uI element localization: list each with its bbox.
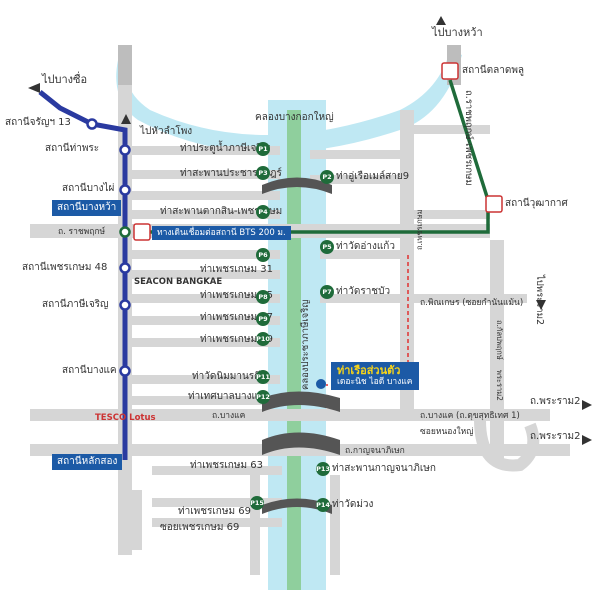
label-pier-13: ท่าสะพานกาญจนาภิเษก xyxy=(332,463,436,474)
label-road-phanakorn: ถ.พิณเกษร (ซอยกำนันแม้น) xyxy=(420,298,524,308)
label-charan13: สถานีจรัญฯ 13 xyxy=(5,117,71,128)
label-wutthakat: สถานีวุฒากาศ xyxy=(505,198,568,209)
label-road-kanchana: ถ.กาญจนาภิเษก xyxy=(345,446,405,456)
pier-p1: P1 xyxy=(256,142,270,156)
label-bang-khae: สถานีบางแค xyxy=(62,365,117,376)
label-pier-7: ท่าวัดราชบัว xyxy=(336,286,391,297)
label-pier-3: ท่าสะพานประชาราษฎร์ xyxy=(180,168,282,179)
pier-p15: P15 xyxy=(250,496,264,510)
label-rama2: พระราม2 xyxy=(495,370,504,401)
destination-title: ท่าเรือส่วนตัว xyxy=(337,364,401,377)
destination-subtitle: เดอะนิช ไอดี บางแค xyxy=(337,377,413,387)
label-bang-phai: สถานีบางไผ่ xyxy=(62,183,115,194)
pier-p5: P5 xyxy=(320,240,334,254)
label-pier-12: ท่าเทศบาลบางแค xyxy=(188,391,265,402)
bts-logo-icon xyxy=(133,62,503,241)
label-phra-ram2-a: ถ.พระราม2 xyxy=(530,396,581,407)
pier-p14: P14 xyxy=(316,498,330,512)
label-ratchaphruek: ถ. ราชพฤกษ์ xyxy=(58,227,106,237)
label-pk37: ท่าเพชรเกษม 37 xyxy=(200,312,273,323)
label-talat-phlu: สถานีตลาดพลู xyxy=(462,65,525,76)
label-ratchaphruek2: ถ.ราชพฤกษ์-เพชรเกษม xyxy=(463,90,474,186)
label-seacon: SEACON BANGKAE xyxy=(134,277,223,287)
label-to-bang-wa-top: ไปบางหว้า xyxy=(432,26,483,39)
label-pk35: ท่าเพชรเกษม 35 xyxy=(200,290,273,301)
label-road-bangkae: ถ.บางแค xyxy=(212,411,246,421)
label-pier-5: ท่าวัดอ่างแก้ว xyxy=(336,241,395,252)
pier-p13: P13 xyxy=(316,462,330,476)
pier-p10: P10 xyxy=(256,332,270,346)
pier-p12: P12 xyxy=(256,390,270,404)
destination-dot xyxy=(316,379,326,389)
label-pier-11: ท่าวัดนิมมานรดี xyxy=(192,371,261,382)
pier-p4: P4 xyxy=(256,205,270,219)
pier-p3: P3 xyxy=(256,166,270,180)
label-road-bangkae2: ถ.บางแค (ถ.ตุขสุทธิเทศ 1) xyxy=(420,411,520,421)
label-pier-4: ท่าสะพานตากสิน-เพชรเกษม xyxy=(160,206,283,217)
label-pk63: ท่าเพชรเกษม 63 xyxy=(190,460,263,471)
pier-p8: P8 xyxy=(256,290,270,304)
label-soi-jin: ถ.เพชรเกษม xyxy=(415,209,424,250)
station-lak-song: สถานีหลักสอง xyxy=(52,454,123,470)
label-pier-2: ท่าอู่เรือเมล์สาย9 xyxy=(336,171,410,182)
label-road-kanlapaphruek: ถ.กัลปพฤกษ์ xyxy=(495,320,504,360)
pier-p2: P2 xyxy=(320,170,334,184)
label-pier-1: ท่าประตูน้ำภาษีเจริญ xyxy=(180,143,271,154)
label-pier-14: ท่าวัดม่วง xyxy=(332,499,374,510)
bridges xyxy=(262,177,340,514)
bts-line xyxy=(150,79,490,234)
label-pk31: ท่าเพชรเกษม 31 xyxy=(200,264,273,275)
label-pk39: ท่าเพชรเกษม 39 xyxy=(200,334,273,345)
label-soi-nong-yai: ซอยหนองใหญ่ xyxy=(420,427,474,437)
pier-p7: P7 xyxy=(320,285,334,299)
label-canal-phasi: คลองประชาภาษีเจริญ xyxy=(300,299,311,390)
pier-p6: P6 xyxy=(256,248,270,262)
station-bang-wa: สถานีบางหว้า xyxy=(52,200,122,216)
label-canal-bkk-yai: คลองบางกอกใหญ่ xyxy=(255,112,334,123)
label-phetkasem48: สถานีเพชรเกษม 48 xyxy=(22,262,108,273)
canal-bkk-yai xyxy=(116,50,462,153)
destination-box: ท่าเรือส่วนตัว เดอะนิช ไอดี บางแค xyxy=(331,362,419,390)
pier-p9: P9 xyxy=(256,312,270,326)
label-to-tha-phra: ไปบางซื่อ xyxy=(42,73,88,86)
label-pk69: ท่าเพชรเกษม 69 xyxy=(178,506,251,517)
label-phasi-charoen: สถานีภาษีเจริญ xyxy=(42,299,109,310)
label-to-hua-lamphong: ไปหัวลำโพง xyxy=(140,126,193,137)
link-bts-box: ทางเดินเชื่อมต่อสถานี BTS 200 ม. xyxy=(152,226,291,240)
label-tha-phra: สถานีท่าพระ xyxy=(45,143,100,154)
label-soi69: ซอยเพชรเกษม 69 xyxy=(160,522,240,533)
label-phra-ram2-b: ถ.พระราม2 xyxy=(530,431,581,442)
pier-p11: P11 xyxy=(256,370,270,384)
label-tesco: TESCO Lotus xyxy=(95,413,156,423)
label-to-rama2: ไปพระราม2 xyxy=(534,275,545,326)
